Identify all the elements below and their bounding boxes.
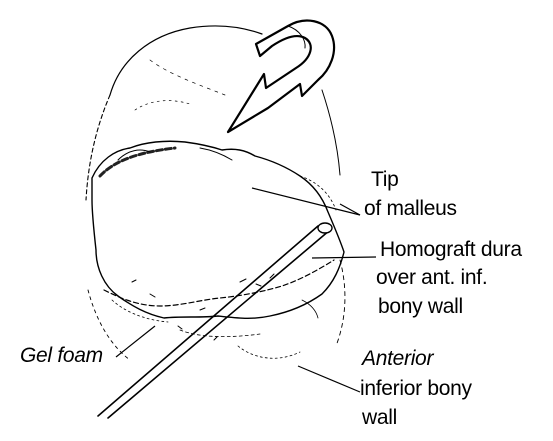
label-homograft-line3: bony wall [378,294,463,320]
leader-homograft [312,257,376,258]
label-homograft-line2: over ant. inf. [376,265,487,291]
leader-malleus-bracket [340,204,360,215]
leader-anterior [298,366,360,392]
instrument-shaft-a [98,226,318,416]
label-tip-malleus-line2: of malleus [364,196,457,222]
leader-tip-malleus [252,188,360,215]
label-anterior-line1: Anterior [362,346,433,372]
graft-membrane [92,141,344,318]
label-gel-foam: Gel foam [20,343,103,369]
indicator-arrow [228,21,334,132]
label-tip-malleus-line1: Tip [371,167,399,193]
label-anterior-line2: inferior bony [360,376,472,402]
leader-gel-foam [116,326,155,357]
instrument-tip [318,223,332,233]
label-anterior-line3: wall [362,405,397,431]
canal-outline-right [322,90,340,175]
bony-wall-border [104,260,334,306]
canal-outline-left [86,95,110,200]
label-homograft-line1: Homograft dura [380,237,522,263]
instrument-shaft-b [108,230,330,418]
canal-outline-upper [110,26,262,95]
